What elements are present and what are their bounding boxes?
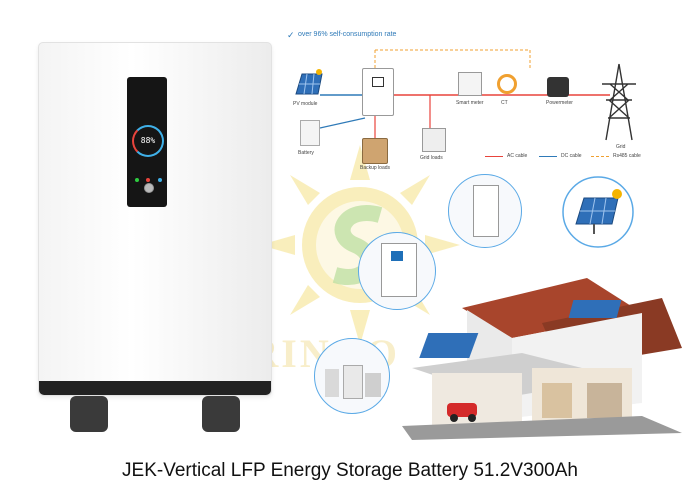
- caster-wheel: [202, 396, 240, 432]
- pv-module-icon: [295, 69, 323, 95]
- backup-loads-label: Backup loads: [360, 165, 391, 171]
- solar-panel-vignette: [562, 176, 634, 248]
- power-button: [144, 183, 154, 193]
- grid-tower-icon: [602, 63, 636, 141]
- grid-label: Grid: [616, 144, 626, 150]
- check-icon: ✓: [287, 30, 295, 40]
- house-illustration: [402, 278, 682, 440]
- grid-loads-icon: [422, 128, 446, 152]
- powermeter-label: Powermeter: [546, 100, 573, 106]
- cable-legend: AC cable DC cable Rs485 cable: [485, 150, 655, 162]
- battery-label: Battery: [298, 150, 314, 156]
- legend-ac-label: AC cable: [507, 153, 528, 159]
- smart-meter-label: Smart meter: [456, 100, 484, 106]
- ct-label: CT: [501, 100, 508, 106]
- smart-meter-icon: [458, 72, 482, 96]
- backup-loads-icon: [362, 138, 388, 164]
- battery-cabinet: 88%: [38, 42, 272, 396]
- product-caption: JEK-Vertical LFP Energy Storage Battery …: [122, 460, 578, 481]
- legend-rs485-line: [591, 156, 609, 157]
- legend-rs485-label: Rs485 cable: [613, 153, 641, 159]
- legend-dc-line: [539, 156, 557, 157]
- battery-icon: [300, 120, 320, 146]
- display-value: 88%: [140, 136, 156, 145]
- inverter-icon: [362, 68, 394, 116]
- cabinet-base: [39, 381, 271, 395]
- legend-ac-line: [485, 156, 503, 157]
- pv-module-label: PV module: [293, 101, 318, 107]
- battery-vignette: [448, 174, 522, 248]
- inverter-vignette: [358, 232, 436, 310]
- grid-loads-label: Grid loads: [420, 155, 443, 161]
- legend-dc-label: DC cable: [561, 153, 582, 159]
- ct-icon: [497, 74, 517, 94]
- status-leds: [135, 169, 162, 187]
- powermeter-icon: [547, 77, 569, 97]
- connection-lines: [319, 49, 610, 150]
- display-ring: [132, 125, 164, 157]
- caster-wheel: [70, 396, 108, 432]
- appliances-vignette: [314, 338, 390, 414]
- diagram-banner: over 96% self-consumption rate: [298, 31, 397, 38]
